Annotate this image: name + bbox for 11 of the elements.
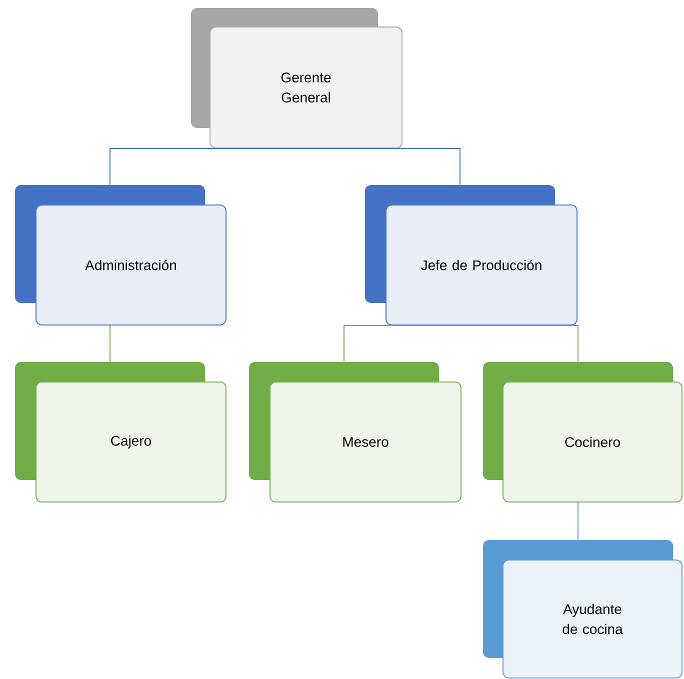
connector-line — [344, 325, 460, 362]
org-box: Cocinero — [483, 362, 683, 502]
org-box: Gerente General — [191, 8, 402, 148]
org-box: Administración — [15, 185, 226, 326]
connector-line — [110, 148, 285, 186]
connector-line — [284, 148, 460, 186]
org-box: Jefe de Producción — [365, 185, 578, 326]
org-box: Mesero — [249, 362, 462, 502]
connector-line — [460, 325, 578, 362]
org-box: Cajero — [15, 362, 226, 502]
org-box: Ayudante de cocina — [483, 540, 683, 678]
